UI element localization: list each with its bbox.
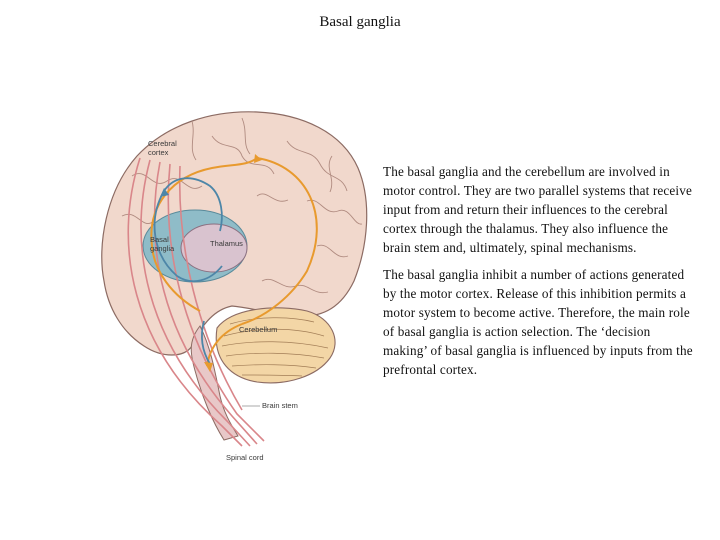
slide-title: Basal ganglia: [319, 14, 401, 30]
thalamus-shape: [180, 223, 248, 273]
description-text: The basal ganglia and the cerebellum are…: [383, 162, 693, 387]
paragraph-2: The basal ganglia inhibit a number of ac…: [383, 267, 693, 377]
label-cerebral-cortex-2: cortex: [148, 148, 169, 157]
paragraph-1: The basal ganglia and the cerebellum are…: [383, 164, 692, 255]
label-thalamus: Thalamus: [210, 239, 243, 248]
label-cerebellum: Cerebellum: [239, 325, 277, 334]
label-basal-ganglia-1: Basal: [150, 235, 169, 244]
arrowheads-blue: [160, 188, 169, 197]
arrowheads-orange: [204, 154, 262, 372]
brain-illustration: Cerebral cortex Basal ganglia Thalamus C…: [92, 96, 377, 476]
cerebellum-folia: [221, 317, 329, 377]
cerebellum-shape: [215, 307, 336, 384]
figure-labels: Cerebral cortex Basal ganglia Thalamus C…: [148, 139, 298, 462]
label-cerebral-cortex-1: Cerebral: [148, 139, 177, 148]
label-basal-ganglia-2: ganglia: [150, 244, 175, 253]
blue-pathway: [153, 177, 223, 365]
label-spinal-cord: Spinal cord: [226, 453, 264, 462]
brain-diagram-svg: Cerebral cortex Basal ganglia Thalamus C…: [101, 111, 368, 462]
label-brain-stem: Brain stem: [262, 401, 298, 410]
